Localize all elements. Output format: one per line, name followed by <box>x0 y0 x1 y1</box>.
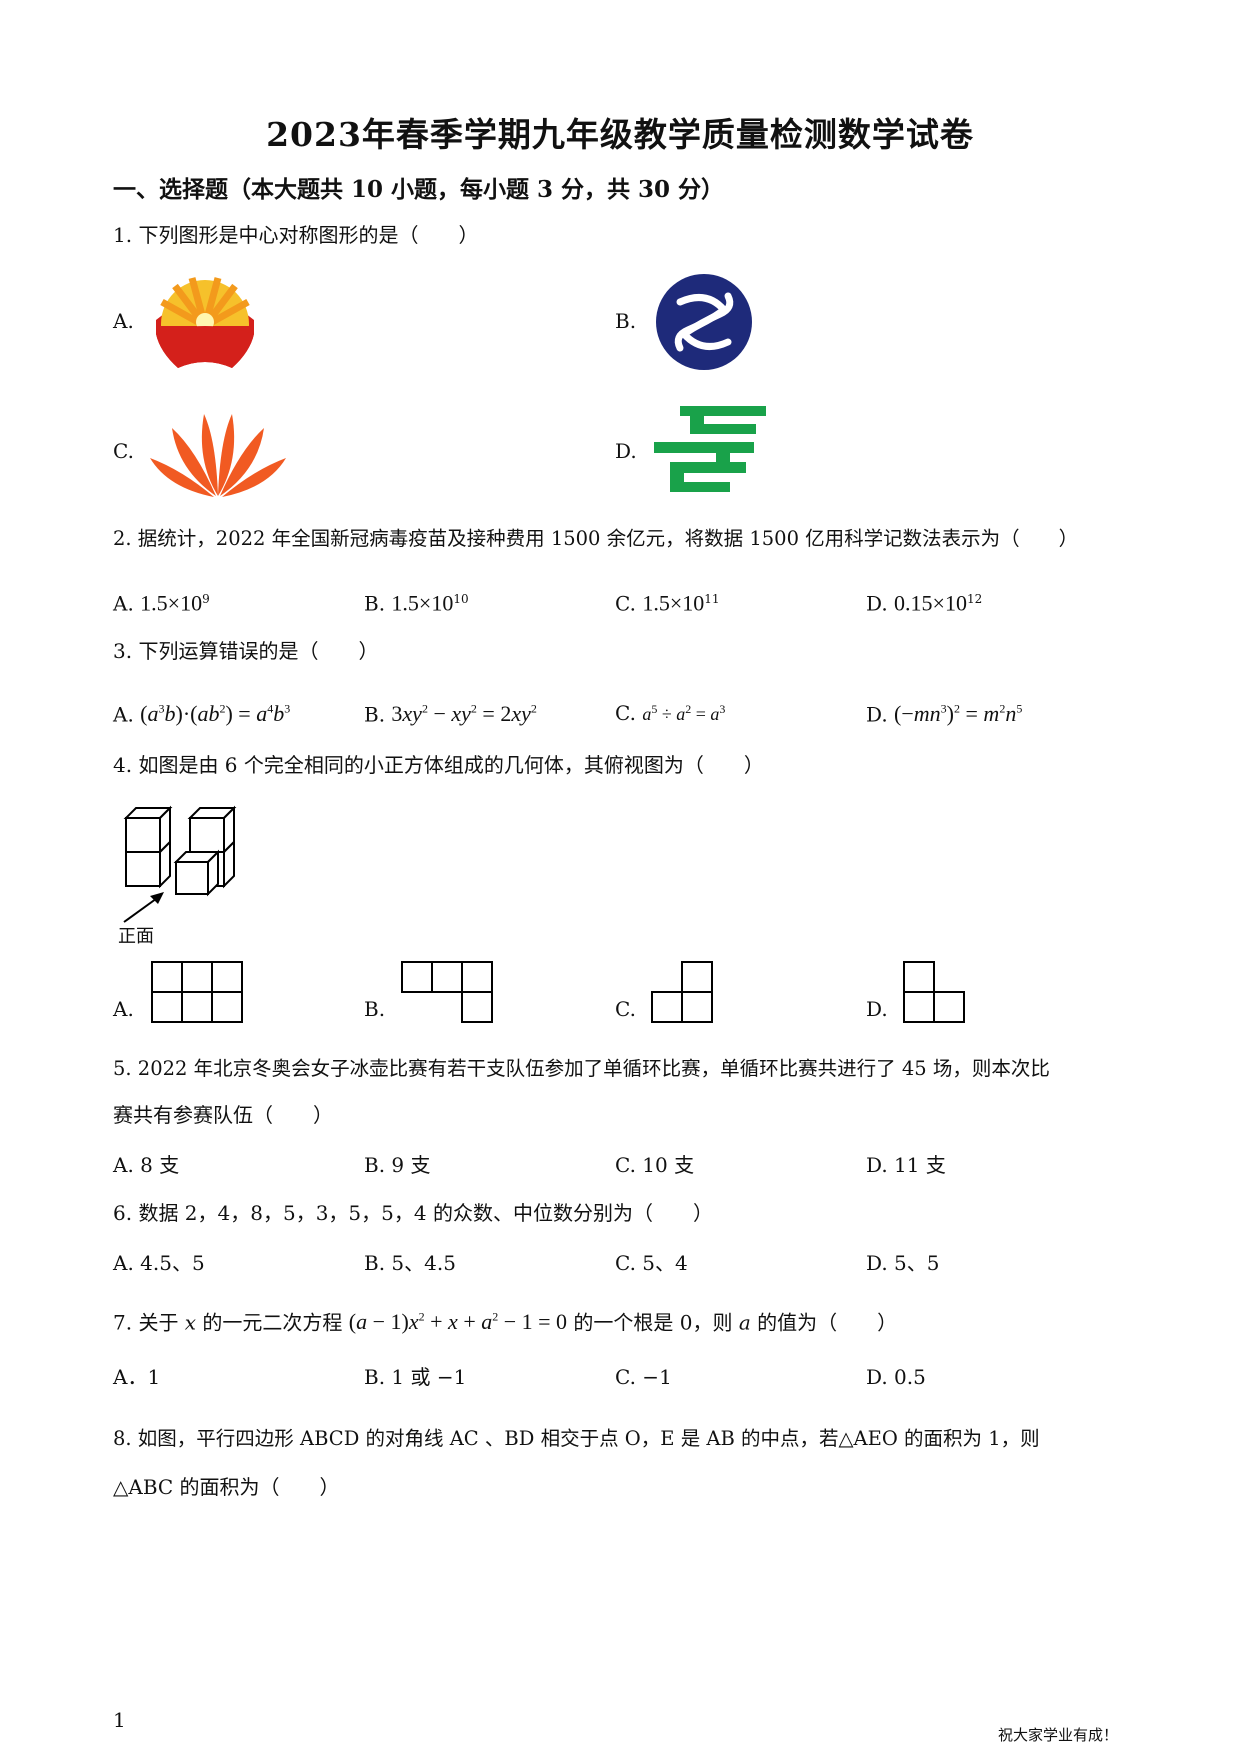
china-mobile-logo-icon <box>656 274 752 370</box>
q7-option-a: A．1 <box>113 1365 161 1389</box>
q4-option-d-label: D. <box>866 997 888 1021</box>
front-view-arrow-icon <box>123 892 164 923</box>
q4-option-d-figure <box>903 961 965 1023</box>
front-view-label: 正面 <box>118 926 154 947</box>
q3-option-c: C. a5 ÷ a2 = a3 <box>615 701 726 725</box>
q3-option-b: B. 3xy2 − xy2 = 2xy2 <box>364 701 537 727</box>
q1-option-d-label: D. <box>615 439 637 463</box>
footer-slogan: 祝大家学业有成！ <box>998 1726 1119 1744</box>
question-6-stem: 6. 数据 2，4，8，5，3，5，5，4 的众数、中位数分别为（ ） <box>113 1201 713 1225</box>
q5-option-a: A. 8 支 <box>113 1153 180 1177</box>
q5-option-b: B. 9 支 <box>364 1153 431 1177</box>
q2-option-b: B. 1.5×1010 <box>364 590 469 616</box>
cube-solid-figure <box>123 805 237 897</box>
q4-option-a-label: A. <box>113 997 134 1021</box>
q1-option-b-label: B. <box>615 309 637 333</box>
huawei-logo-icon <box>150 414 286 497</box>
q2-option-a: A. 1.5×109 <box>113 590 210 616</box>
q3-option-d: D. (−mn3)2 = m2n5 <box>866 701 1023 727</box>
q6-option-a: A. 4.5、5 <box>113 1251 205 1275</box>
q4-option-a-figure <box>151 961 243 1023</box>
section-heading: 一、选择题（本大题共 10 小题，每小题 3 分，共 30 分） <box>113 176 725 203</box>
question-3-stem: 3. 下列运算错误的是（ ） <box>113 639 379 663</box>
page-title: 2023年春季学期九年级教学质量检测数学试卷 <box>266 115 974 154</box>
q4-option-b-figure <box>401 961 493 1023</box>
q5-option-d: D. 11 支 <box>866 1153 946 1177</box>
q2-option-c: C. 1.5×1011 <box>615 590 720 616</box>
q6-option-b: B. 5、4.5 <box>364 1251 456 1275</box>
q1-option-a-label: A. <box>113 309 134 333</box>
q2-option-d: D. 0.15×1012 <box>866 590 983 616</box>
petrochina-logo-icon <box>156 277 254 368</box>
q4-option-b-label: B. <box>364 997 386 1021</box>
q3-option-a: A. (a3b)·(ab2) = a4b3 <box>113 701 291 727</box>
q5-option-c: C. 10 支 <box>615 1153 695 1177</box>
q6-option-c: C. 5、4 <box>615 1251 688 1275</box>
q1-option-c-label: C. <box>113 439 134 463</box>
q7-option-d: D. 0.5 <box>866 1365 926 1389</box>
question-5-stem-line2: 赛共有参赛队伍（ ） <box>113 1103 333 1127</box>
q4-option-c-figure <box>651 961 713 1023</box>
page-number: 1 <box>113 1708 126 1732</box>
question-4-stem: 4. 如图是由 6 个完全相同的小正方体组成的几何体，其俯视图为（ ） <box>113 753 764 777</box>
question-5-stem-line1: 5. 2022 年北京冬奥会女子冰壶比赛有若干支队伍参加了单循环比赛，单循环比赛… <box>113 1057 1050 1080</box>
question-2-stem: 2. 据统计，2022 年全国新冠病毒疫苗及接种费用 1500 余亿元，将数据 … <box>113 527 1079 550</box>
q7-option-c: C. −1 <box>615 1365 672 1389</box>
q7-option-b: B. 1 或 −1 <box>364 1365 467 1389</box>
question-8-stem-line2: △ABC 的面积为（ ） <box>113 1475 340 1499</box>
q4-option-c-label: C. <box>615 997 636 1021</box>
question-1-stem: 1. 下列图形是中心对称图形的是（ ） <box>113 223 479 247</box>
question-8-stem-line1: 8. 如图，平行四边形 ABCD 的对角线 AC 、BD 相交于点 O，E 是 … <box>113 1427 1040 1450</box>
q6-option-d: D. 5、5 <box>866 1251 940 1275</box>
china-post-logo-icon <box>654 406 766 492</box>
question-7-stem: 7. 关于 x 的一元二次方程 (a − 1)x2 + x + a2 − 1 =… <box>113 1309 898 1335</box>
